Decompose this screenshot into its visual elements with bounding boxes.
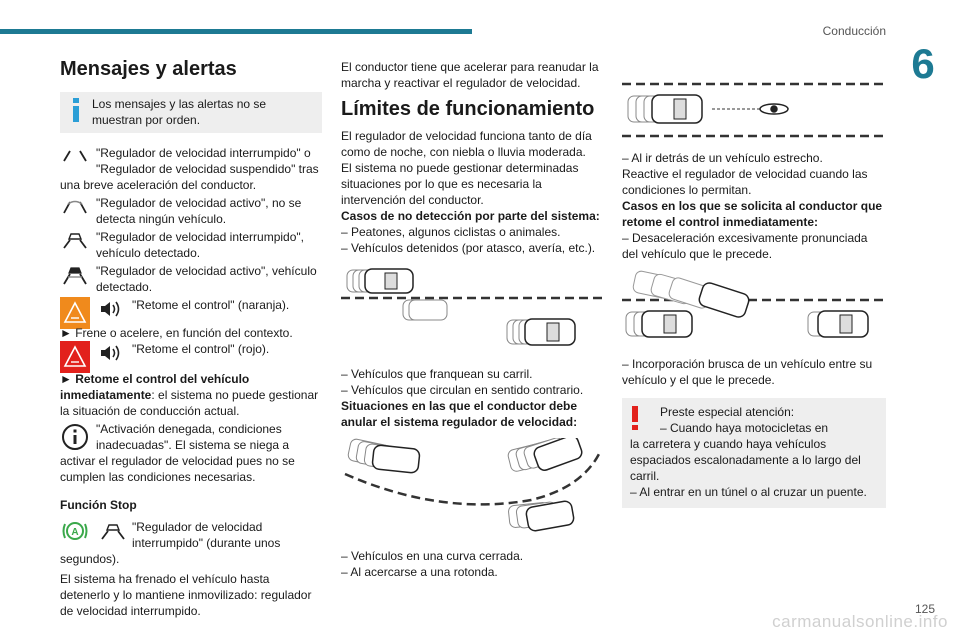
take-control-orange-icon xyxy=(60,297,90,329)
message-text: "Regulador de velocidad activo", no se d… xyxy=(96,196,302,226)
subheading: Casos en los que se solicita al conducto… xyxy=(622,199,883,229)
subheading: Casos de no detección por parte del sist… xyxy=(341,209,600,223)
warning-item: – Al entrar en un túnel o al cruzar un p… xyxy=(630,485,867,499)
cut-in-illustration xyxy=(622,270,886,338)
vehicle-detected-active-icon xyxy=(63,267,87,285)
message-item: "Activación denegada, condiciones inadec… xyxy=(60,421,322,485)
narrow-vehicle-illustration xyxy=(622,82,886,138)
illustration-cut-in xyxy=(622,270,886,348)
header-accent-bar xyxy=(0,29,472,34)
message-text: "Regulador de velocidad interrumpido", v… xyxy=(96,230,304,260)
section-title-limits: Límites de funcionamiento xyxy=(341,98,595,120)
message-text-cont: segundos). xyxy=(60,552,120,566)
sound-icon xyxy=(101,345,120,361)
info-icon xyxy=(72,98,80,124)
message-text: "Retome el control" (naranja). xyxy=(132,298,290,312)
message-text: "Retome el control" (rojo). xyxy=(132,342,270,356)
list-item: – Vehículos que circulan en sentido cont… xyxy=(341,383,584,397)
illustration-lane-change xyxy=(341,264,603,354)
message-text-cont: activar el regulador de velocidad pues n… xyxy=(60,454,295,484)
message-item: "Retome el control" (rojo). xyxy=(60,341,322,373)
warning-title: Preste especial atención: xyxy=(660,405,795,419)
illustration-curve xyxy=(341,438,603,538)
list-item: – Al ir detrás de un vehículo estrecho. xyxy=(622,151,823,165)
warning-icon xyxy=(632,406,640,430)
warning-item: – Cuando haya motocicletas en xyxy=(660,421,829,435)
section-name: Conducción xyxy=(822,24,886,38)
take-control-red-icon xyxy=(60,341,90,373)
message-text: "Regulador de velocidad interrumpido" o … xyxy=(96,146,319,176)
vehicle-detected-interrupted-icon xyxy=(101,524,125,540)
info-text: Los mensajes y las alertas no se muestra… xyxy=(92,97,267,127)
warning-box: Preste especial atención: – Cuando haya … xyxy=(622,398,886,508)
warning-item-cont: la carretera y cuando haya vehículos esp… xyxy=(630,437,861,483)
message-text: "Regulador de velocidad activo", vehícul… xyxy=(96,264,317,294)
illustration-narrow-vehicle xyxy=(622,78,886,142)
cruise-active-icon xyxy=(63,200,87,214)
paragraph: Reactive el regulador de velocidad cuand… xyxy=(622,167,868,197)
message-text-cont: una breve aceleración del conductor. xyxy=(60,178,257,192)
step-bold: ► Retome el control del vehículo inmedia… xyxy=(60,372,250,402)
list-item: – Vehículos en una curva cerrada. xyxy=(341,549,524,563)
list-item: – Incorporación brusca de un vehículo en… xyxy=(622,357,873,387)
stop-text: El sistema ha frenado el vehículo hasta … xyxy=(60,572,312,618)
list-item: – Desaceleración excesivamente pronuncia… xyxy=(622,231,868,261)
list-item: – Al acercarse a una rotonda. xyxy=(341,565,498,579)
column-2: El conductor tiene que acelerar para rea… xyxy=(341,59,603,580)
paragraph: El sistema no puede gestionar determinad… xyxy=(341,161,579,207)
message-item: "Regulador de velocidad activo", no se d… xyxy=(60,195,322,227)
section-title-messages: Mensajes y alertas xyxy=(60,58,237,80)
lane-change-illustration xyxy=(341,268,603,346)
info-circle-icon xyxy=(62,424,88,450)
message-text: "Activación denegada, condiciones inadec… xyxy=(96,422,290,452)
step-text: ► Frene o acelere, en función del contex… xyxy=(60,326,293,340)
curve-illustration xyxy=(344,438,601,532)
list-item: – Peatones, algunos ciclistas o animales… xyxy=(341,225,561,239)
message-item: "Regulador de velocidad activo", vehícul… xyxy=(60,263,322,295)
message-text: "Regulador de velocidad interrumpido" (d… xyxy=(132,520,281,550)
subheading: Situaciones en las que el conductor debe… xyxy=(341,399,578,429)
auto-hold-icon: A xyxy=(62,522,88,540)
step-text: ► Retome el control del vehículo inmedia… xyxy=(60,371,322,419)
vehicle-detected-interrupted-icon xyxy=(63,233,87,249)
list-item: – Vehículos que franquean su carril. xyxy=(341,367,533,381)
column-1: Mensajes y alertas Los mensajes y las al… xyxy=(60,48,322,619)
sound-icon xyxy=(101,301,120,317)
page-number: 125 xyxy=(914,602,935,616)
stop-function-title: Función Stop xyxy=(60,498,137,512)
message-item: "Retome el control" (naranja). xyxy=(60,297,322,329)
message-item: "Regulador de velocidad interrumpido" o … xyxy=(60,145,322,193)
info-box: Los mensajes y las alertas no se muestra… xyxy=(60,92,322,133)
column-3: – Al ir detrás de un vehículo estrecho. … xyxy=(622,78,886,508)
list-item: – Vehículos detenidos (por atasco, averí… xyxy=(341,241,596,255)
message-item: "Regulador de velocidad interrumpido", v… xyxy=(60,229,322,261)
watermark: carmanualsonline.info xyxy=(772,612,948,631)
paragraph: El regulador de velocidad funciona tanto… xyxy=(341,129,592,159)
cruise-lines-icon xyxy=(63,150,87,162)
message-item: A "Regulador de velocidad interrumpido" … xyxy=(60,519,322,567)
step-rest: : el sistema no puede gestionar la situa… xyxy=(60,388,319,418)
chapter-number: 6 xyxy=(911,40,935,87)
intro-text: El conductor tiene que acelerar para rea… xyxy=(341,60,599,90)
svg-text:A: A xyxy=(71,527,78,538)
